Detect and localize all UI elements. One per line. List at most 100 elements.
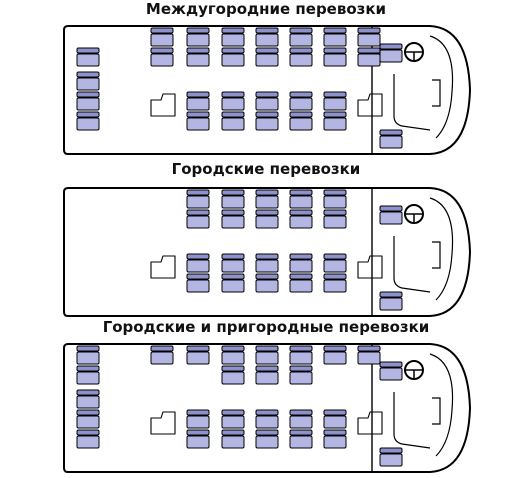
bus-plan-intercity bbox=[63, 25, 472, 155]
passenger-seat bbox=[186, 429, 210, 449]
seat-back bbox=[76, 71, 100, 78]
seat-back bbox=[186, 209, 210, 216]
seat-cushion bbox=[186, 259, 210, 273]
passenger-seat bbox=[221, 27, 245, 47]
seat-back bbox=[379, 291, 403, 298]
passenger-seat bbox=[255, 409, 279, 429]
console-contour bbox=[432, 241, 441, 269]
seat-back bbox=[221, 189, 245, 196]
seat-back bbox=[221, 91, 245, 98]
passenger-seat bbox=[357, 47, 381, 67]
passenger-seat bbox=[76, 91, 100, 111]
seat-cushion bbox=[357, 33, 381, 47]
passenger-seat bbox=[289, 429, 313, 449]
seat-back bbox=[186, 253, 210, 260]
passenger-seat bbox=[186, 273, 210, 293]
seat-cushion bbox=[379, 211, 403, 225]
seat-cushion bbox=[221, 259, 245, 273]
seat-back bbox=[323, 47, 347, 54]
driver-seat bbox=[379, 43, 403, 63]
seat-back bbox=[255, 209, 279, 216]
seat-back bbox=[186, 429, 210, 436]
steering-wheel-icon bbox=[404, 360, 424, 380]
seat-cushion bbox=[289, 435, 313, 449]
seat-back bbox=[221, 273, 245, 280]
seat-cushion bbox=[76, 371, 100, 385]
passenger-seat bbox=[323, 273, 347, 293]
seat-back bbox=[357, 47, 381, 54]
passenger-seat bbox=[221, 111, 245, 131]
passenger-seat bbox=[76, 389, 100, 409]
passenger-seat bbox=[76, 429, 100, 449]
passenger-seat bbox=[255, 429, 279, 449]
seat-back bbox=[289, 429, 313, 436]
seat-cushion bbox=[255, 33, 279, 47]
seat-cushion bbox=[221, 215, 245, 229]
seat-back bbox=[186, 409, 210, 416]
passenger-seat bbox=[323, 345, 347, 365]
seat-cushion bbox=[221, 33, 245, 47]
seat-back bbox=[289, 253, 313, 260]
seat-cushion bbox=[255, 279, 279, 293]
front-passenger-seat bbox=[379, 129, 403, 149]
passenger-seat bbox=[357, 27, 381, 47]
passenger-seat bbox=[255, 365, 279, 385]
passenger-seat bbox=[186, 253, 210, 273]
seat-cushion bbox=[255, 97, 279, 111]
seat-cushion bbox=[379, 367, 403, 381]
seat-cushion bbox=[323, 53, 347, 67]
passenger-seat bbox=[289, 365, 313, 385]
seat-back bbox=[221, 47, 245, 54]
layout-title-intercity: Междугородние перевозки bbox=[145, 0, 387, 18]
seat-cushion bbox=[323, 33, 347, 47]
seat-cushion bbox=[289, 371, 313, 385]
passenger-seat bbox=[255, 273, 279, 293]
seat-back bbox=[186, 27, 210, 34]
front-passenger-seat bbox=[379, 447, 403, 467]
door-step-icon bbox=[357, 93, 383, 117]
passenger-seat bbox=[255, 47, 279, 67]
seat-back bbox=[255, 409, 279, 416]
seat-back bbox=[76, 111, 100, 118]
dashboard-contour bbox=[429, 197, 454, 301]
passenger-seat bbox=[186, 111, 210, 131]
front-passenger-seat bbox=[379, 291, 403, 311]
seat-back bbox=[255, 345, 279, 352]
seat-back bbox=[379, 129, 403, 136]
passenger-seat bbox=[76, 409, 100, 429]
seat-back bbox=[255, 27, 279, 34]
seat-back bbox=[379, 361, 403, 368]
passenger-seat bbox=[150, 345, 174, 365]
seat-back bbox=[150, 345, 174, 352]
layout-title-suburban: Городские и пригородные перевозки bbox=[102, 318, 430, 336]
seat-cushion bbox=[379, 49, 403, 63]
seat-back bbox=[323, 253, 347, 260]
seat-cushion bbox=[323, 117, 347, 131]
passenger-seat bbox=[76, 345, 100, 365]
seat-back bbox=[76, 429, 100, 436]
door-step-icon bbox=[150, 411, 176, 435]
seat-cushion bbox=[186, 435, 210, 449]
seat-cushion bbox=[255, 259, 279, 273]
seat-back bbox=[289, 91, 313, 98]
seat-cushion bbox=[289, 351, 313, 365]
passenger-seat bbox=[255, 209, 279, 229]
passenger-seat bbox=[186, 27, 210, 47]
seat-back bbox=[76, 389, 100, 396]
seat-cushion bbox=[76, 117, 100, 131]
seat-cushion bbox=[76, 97, 100, 111]
seat-cushion bbox=[221, 117, 245, 131]
seat-cushion bbox=[323, 215, 347, 229]
door-step-icon bbox=[357, 255, 383, 279]
seat-back bbox=[186, 273, 210, 280]
bus-hull bbox=[63, 187, 472, 317]
passenger-seat bbox=[289, 91, 313, 111]
passenger-seat bbox=[221, 429, 245, 449]
bus-plan-city bbox=[63, 187, 472, 317]
seat-cushion bbox=[255, 371, 279, 385]
seat-cushion bbox=[289, 215, 313, 229]
passenger-seat bbox=[323, 253, 347, 273]
door-step-icon bbox=[150, 93, 176, 117]
seat-cushion bbox=[323, 195, 347, 209]
seat-cushion bbox=[76, 351, 100, 365]
